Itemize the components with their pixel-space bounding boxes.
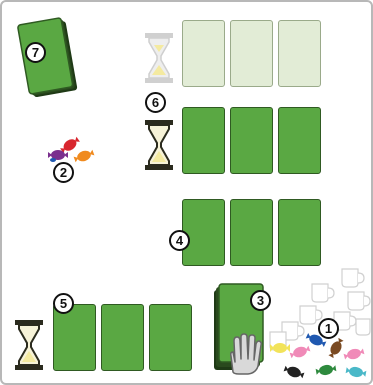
card-slot[interactable] (182, 20, 225, 87)
card[interactable] (182, 107, 225, 174)
marker-3: 3 (250, 290, 271, 311)
hourglass-icon (14, 319, 44, 371)
marker-5: 5 (53, 293, 74, 314)
card[interactable] (149, 304, 192, 371)
card[interactable] (101, 304, 144, 371)
hourglass-icon (144, 32, 174, 84)
draw-deck[interactable] (16, 12, 86, 107)
card-slot[interactable] (278, 20, 321, 87)
card-slot[interactable] (230, 20, 273, 87)
card[interactable] (230, 199, 273, 266)
hand-icon[interactable] (223, 332, 267, 376)
marker-7: 7 (25, 42, 46, 63)
marker-6: 6 (145, 92, 166, 113)
card[interactable] (278, 107, 321, 174)
card[interactable] (182, 199, 225, 266)
marker-1: 1 (318, 318, 339, 339)
card[interactable] (230, 107, 273, 174)
card[interactable] (53, 304, 96, 371)
marker-4: 4 (169, 230, 190, 251)
card[interactable] (278, 199, 321, 266)
hourglass-icon (144, 119, 174, 171)
marker-2: 2 (53, 162, 74, 183)
